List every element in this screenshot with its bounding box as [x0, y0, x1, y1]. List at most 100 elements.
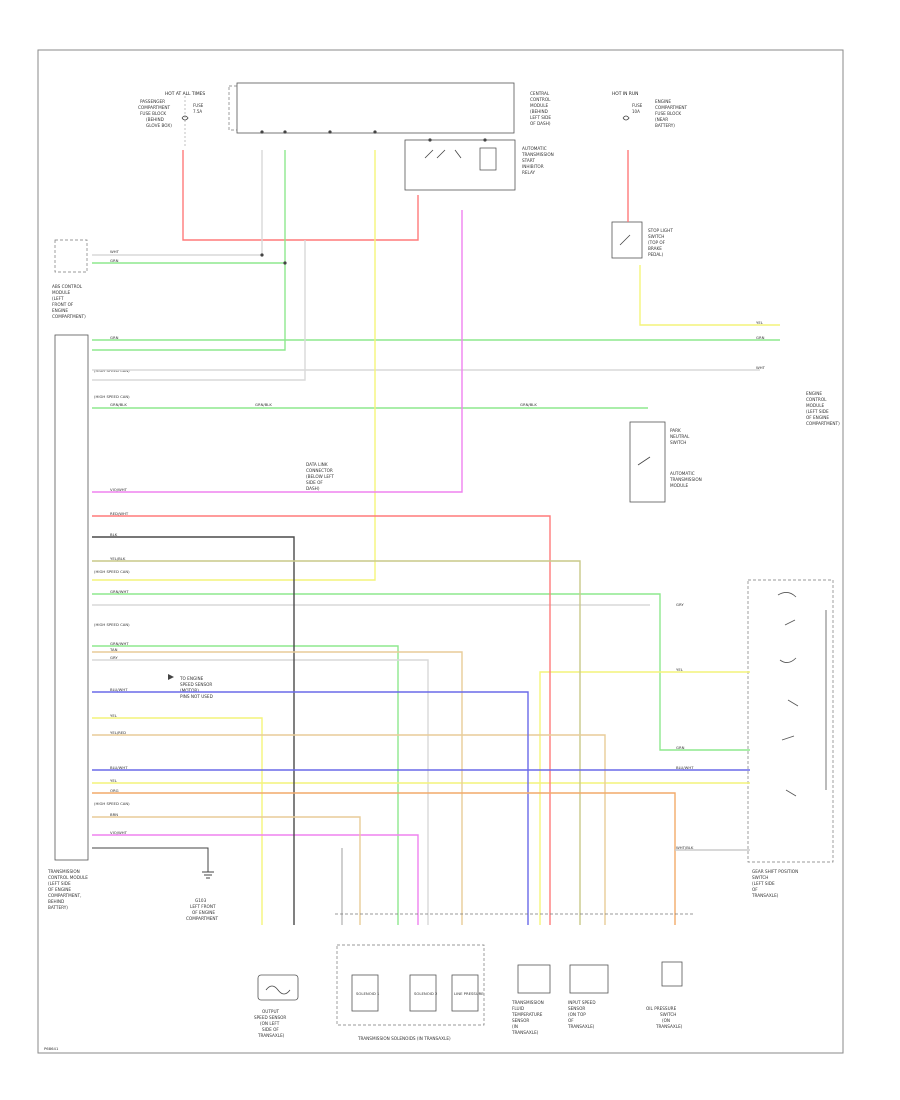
- label-yel-red: YEL/RED: [110, 730, 126, 735]
- wire-yellow-selector: [539, 671, 750, 925]
- solenoid-1-box: [351, 974, 379, 1012]
- label-yel-2: YEL: [110, 778, 118, 783]
- hs-can-label-3: (HIGH SPEED CAN): [94, 569, 130, 574]
- pressure-switch-box: [661, 961, 683, 987]
- fluid-temp-line-1: TRANSMISSION: [511, 1000, 544, 1005]
- speed-sensor-line-3: (ON LEFT: [260, 1021, 280, 1026]
- speed-sensor-box: [257, 974, 299, 1001]
- gear-sel-line-2: SWITCH: [752, 875, 768, 880]
- label-grn-wht-2: GRN/WHT: [110, 641, 129, 646]
- gear-selector-box: [747, 579, 834, 863]
- neutral-line-1: PARK: [670, 428, 681, 433]
- abs-line-4: FRONT OF: [52, 302, 74, 307]
- fuse-left-label: FUSE: [193, 103, 204, 108]
- wire-harness: [92, 150, 780, 925]
- solenoid-2-box: [409, 974, 437, 1012]
- fuse-right-amps: 10A: [632, 109, 640, 114]
- wire-tan-input: [92, 734, 606, 925]
- relay-coil-icon: [479, 147, 497, 171]
- fuse-block-right-line-1: ENGINE: [655, 99, 671, 104]
- diagram-frame: [37, 49, 844, 1054]
- wire-magenta-solenoid: [92, 834, 419, 925]
- wire-yellow-speed: [92, 717, 263, 925]
- tcm-line-2: CONTROL MODULE: [48, 875, 88, 880]
- label-grn-right: GRN: [676, 745, 685, 750]
- dlc-line-1: DATA LINK: [306, 462, 328, 467]
- middle-notes: (HIGH SPEED CAN) (HIGH SPEED CAN) (HIGH …: [94, 368, 334, 921]
- ground-line-3: OF ENGINE: [192, 910, 215, 915]
- fuse-block-left-line-3: FUSE BLOCK: [140, 111, 166, 116]
- ecm-line-3: MODULE: [806, 403, 825, 408]
- fuse-block-left-line-2: COMPARTMENT: [138, 105, 171, 110]
- ccm-pin-2: [283, 130, 287, 134]
- abs-line-5: ENGINE: [52, 308, 68, 313]
- fluid-temp-line-6: TRANSAXLE): [511, 1030, 539, 1035]
- wire-yellow-brake: [639, 265, 780, 326]
- sensor-note-arrow-icon: [168, 674, 174, 680]
- relay-line-5: RELAY: [522, 170, 536, 175]
- gear-sel-line-4: OF: [752, 887, 758, 892]
- central-control-module-dash: [228, 85, 238, 131]
- central-control-module-box: [236, 82, 515, 134]
- label-grn-blk-mid: GRN/BLK: [255, 402, 272, 407]
- neutral-switch-icon: [637, 456, 651, 466]
- wire-tan-line-pressure: [92, 651, 463, 925]
- speed-sensor-coil-icon: [265, 985, 291, 995]
- label-blk: BLK: [110, 532, 118, 537]
- fluid-temp-line-5: (IN: [512, 1024, 518, 1029]
- abs-module-box: [54, 239, 88, 273]
- ccm-pins: [260, 130, 487, 265]
- label-blu-wht: BLU/WHT: [110, 687, 128, 692]
- label-blu-right: BLU/WHT: [676, 765, 694, 770]
- label-vio-wht-2: VIO/WHT: [110, 830, 128, 835]
- brake-switch-line-5: PEDAL): [648, 252, 664, 257]
- ecm-line-5: OF ENGINE: [806, 415, 829, 420]
- brake-switch-line-2: SWITCH: [648, 234, 664, 239]
- fuse-right-icon: [622, 115, 630, 121]
- ground-line-1: G103: [195, 898, 207, 903]
- tcm-line-1: TRANSMISSION: [47, 869, 80, 874]
- sensor-note-line-4: PINS NOT USED: [180, 694, 213, 699]
- relay-pin-1: [428, 138, 432, 142]
- bottom-components: OUTPUT SPEED SENSOR (ON LEFT SIDE OF TRA…: [44, 944, 683, 1051]
- wire-orange-pressure: [92, 792, 676, 925]
- tcm-box: [54, 334, 89, 861]
- stop-light-switch-box: [611, 221, 643, 259]
- relay-switch-icon: [424, 149, 462, 159]
- hot-run-left-label: HOT AT ALL TIMES: [165, 91, 205, 97]
- label-grn-ecm: GRN: [756, 335, 765, 340]
- neutral-line-2: NEUTRAL: [670, 434, 690, 439]
- splice-1: [260, 253, 264, 257]
- fuse-block-left-line-1: PASSENGER: [140, 99, 165, 104]
- label-wht: WHT: [110, 249, 120, 254]
- label-wht-ecm: WHT: [756, 365, 766, 370]
- hs-can-label-2: (HIGH SPEED CAN): [94, 394, 130, 399]
- label-red-wht: RED/WHT: [110, 511, 129, 516]
- dlc-line-2: CONNECTOR: [306, 468, 333, 473]
- pressure-line-3: (ON: [662, 1018, 670, 1023]
- label-brn: BRN: [110, 812, 118, 817]
- label-yel-ecm: YEL: [756, 320, 764, 325]
- brake-switch-line-1: STOP LIGHT: [648, 228, 673, 233]
- dlc-line-3: (BELOW LEFT: [306, 474, 334, 479]
- wire-color-labels: WHT GRN GRN GRN/BLK VIO/WHT RED/WHT BLK …: [109, 249, 766, 850]
- relay-line-1: AUTOMATIC: [522, 146, 547, 151]
- ccm-pin-1: [260, 130, 264, 134]
- stop-switch-icon: [619, 234, 631, 246]
- right-components: ENGINE CONTROL MODULE (LEFT SIDE OF ENGI…: [629, 391, 840, 898]
- abs-line-1: ABS CONTROL: [52, 284, 83, 289]
- ecm-line-2: CONTROL: [806, 397, 827, 402]
- central-module-line-2: CONTROL: [530, 97, 551, 102]
- abs-line-3: (LEFT: [52, 296, 64, 301]
- wire-yellow-ccm: [92, 150, 376, 581]
- fluid-temp-line-3: TEMPERATURE: [511, 1012, 543, 1017]
- line-pressure-label: LINE PRESSURE: [454, 991, 484, 996]
- tcm-line-3: (LEFT SIDE: [48, 881, 71, 886]
- ground-symbol-icon: [202, 871, 214, 879]
- tcm-line-5: COMPARTMENT,: [48, 893, 81, 898]
- wire-red-power: [182, 150, 419, 241]
- brake-switch-line-4: BRAKE: [648, 246, 662, 251]
- solenoids-caption: TRANSMISSION SOLENOIDS (IN TRANSAXLE): [357, 1036, 451, 1041]
- input-speed-line-5: TRANSAXLE): [567, 1024, 595, 1029]
